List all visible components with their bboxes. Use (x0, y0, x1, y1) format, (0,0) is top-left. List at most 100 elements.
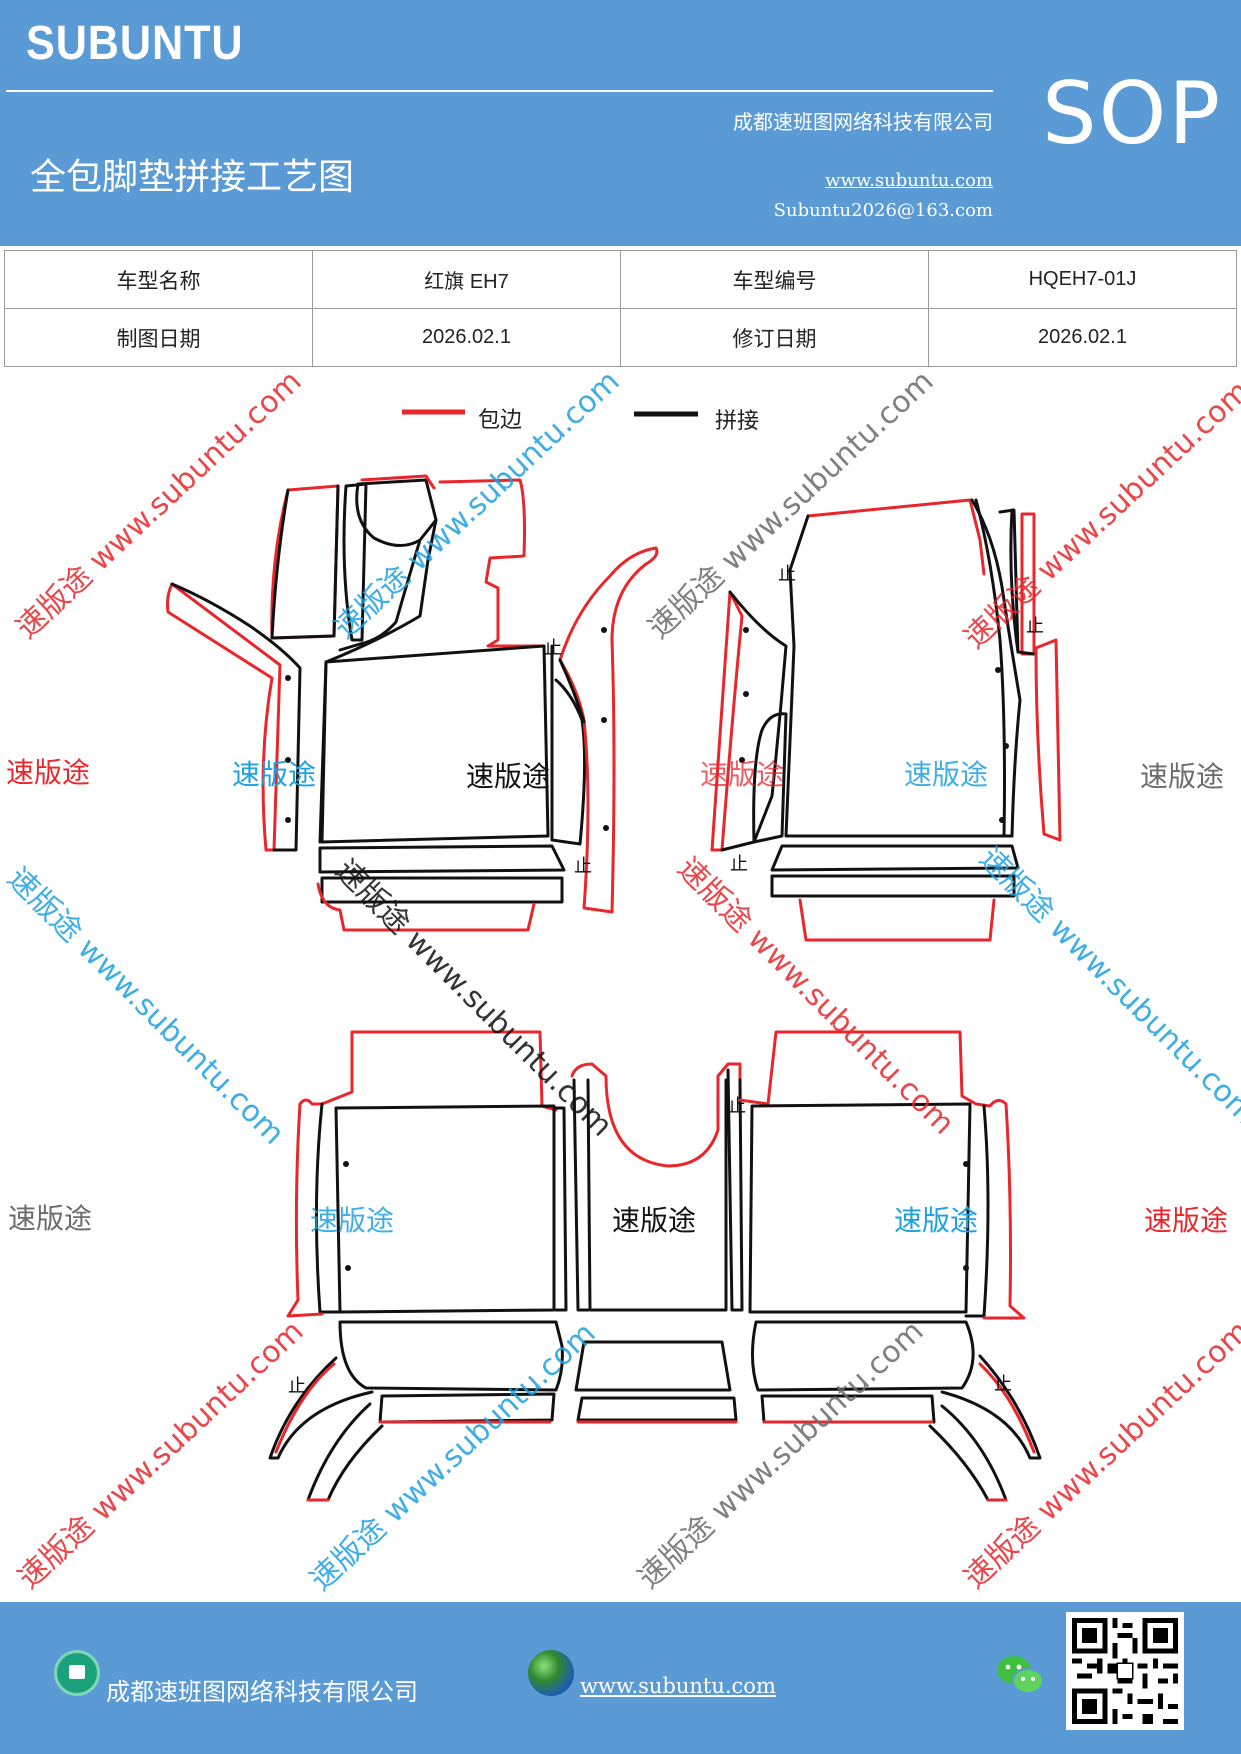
rear-stop-marker: 止 (994, 1374, 1012, 1395)
rl-side-strip (314, 1102, 342, 1314)
fl-stitch-dot (601, 627, 607, 633)
home-icon (54, 1650, 100, 1696)
footer-company: 成都速班图网络科技有限公司 (106, 1678, 418, 1706)
rr-main-floor (748, 1102, 972, 1314)
rear-stitch-dot (345, 1265, 351, 1271)
watermarks-diagonal-up: 速版途 www.subuntu.com 速版途 www.subuntu.com … (10, 370, 1241, 1598)
fr-left-strip-edge (710, 590, 744, 852)
watermark: 速版途 www.subuntu.com (304, 1316, 603, 1598)
rm-right-strip (726, 1068, 744, 1312)
contact-email[interactable]: Subuntu2026@163.com (773, 200, 993, 221)
header-banner: SUBUNTU SOP 成都速班图网络科技有限公司 全包脚垫拼接工艺图 www.… (0, 0, 1241, 246)
rl-main-floor (334, 1104, 556, 1314)
watermark-label: 速版途 (232, 758, 316, 791)
watermark-label: 速版途 (612, 1204, 696, 1237)
fl-top-edge (360, 474, 436, 490)
watermark-label: 速版途 (700, 758, 784, 791)
fl-heel-pad (342, 482, 368, 642)
fl-right-strip (550, 644, 587, 846)
revise-date-label: 修订日期 (620, 308, 929, 367)
globe-icon (528, 1650, 574, 1696)
watermark-label: 速版途 (466, 760, 550, 793)
rl-center-strip (554, 1106, 568, 1312)
model-name-value: 红旗 EH7 (312, 250, 621, 309)
rm-bottom-bar (576, 1396, 738, 1422)
watermark: 速版途 www.subuntu.com (958, 1314, 1241, 1596)
fl-stitch-dot (285, 757, 291, 763)
fr-stitch-dot (743, 691, 749, 697)
rear-stop-marker: 止 (288, 1376, 306, 1397)
model-name-label: 车型名称 (4, 250, 313, 309)
fl-stitch-dot (603, 825, 609, 831)
fr-far-right-strip (1009, 508, 1036, 656)
watermarks-horizontal: 速版途 速版途 速版途 速版途 速版途 速版途 速版途 速版途 速版途 速版途 … (6, 756, 1228, 1237)
rear-stitch-dot (343, 1161, 349, 1167)
sop-badge: SOP (1042, 64, 1223, 164)
rr-seat-bar (750, 1320, 975, 1392)
draw-date-value: 2026.02.1 (312, 308, 621, 367)
revise-date-value: 2026.02.1 (928, 308, 1237, 367)
mat-drawing: .red { fill: none; stroke: #e8262b; stro… (0, 370, 1241, 1598)
model-code-value: HQEH7-01J (928, 250, 1237, 309)
brand-logo: SUBUNTU (26, 17, 244, 70)
fr-stitch-dot (1003, 743, 1009, 749)
fl-upper-left-pad-edge (270, 484, 340, 640)
fl-stitch-dot (601, 717, 607, 723)
footer-website-link[interactable]: www.subuntu.com (580, 1674, 776, 1698)
fr-bottom-edge (798, 898, 996, 942)
front-right-mat: 止 止 止 (710, 498, 1062, 942)
fl-center-curve (338, 538, 422, 652)
legend-joint-label: 拼接 (715, 409, 759, 434)
footer-banner: 成都速班图网络科技有限公司 www.subuntu.com (0, 1602, 1241, 1754)
fl-bottom-bar-1 (318, 844, 566, 874)
rm-top-edge (570, 1062, 742, 1168)
rr-wheel-edge (978, 1362, 1036, 1454)
watermark-label: 速版途 (6, 756, 90, 789)
fl-side-strip-edge (166, 582, 282, 852)
fl-stop-marker: 止 (544, 638, 562, 659)
watermark-label: 速版途 (8, 1202, 92, 1235)
watermark: 速版途 www.subuntu.com (328, 853, 619, 1144)
watermark: 速版途 www.subuntu.com (12, 1314, 311, 1596)
wechat-icon[interactable] (996, 1654, 1044, 1696)
website-link[interactable]: www.subuntu.com (825, 170, 993, 191)
fl-stitch-dot (285, 675, 291, 681)
rl-wheel-strip (268, 1356, 374, 1460)
fr-left-arch (752, 712, 788, 844)
fr-stop-marker: 止 (1026, 616, 1044, 637)
watermark: 速版途 www.subuntu.com (972, 841, 1241, 1132)
rr-lower-bar (760, 1394, 936, 1424)
fl-bottom-edge (316, 882, 536, 932)
fl-stitch-dot (285, 817, 291, 823)
rr-arch-strip (928, 1404, 1008, 1502)
table-row: 制图日期 2026.02.1 修订日期 2026.02.1 (4, 308, 1237, 367)
fr-right-strip (974, 498, 1014, 838)
watermark-label: 速版途 (894, 1204, 978, 1237)
fr-stop-marker: 止 (778, 564, 796, 585)
draw-date-label: 制图日期 (4, 308, 313, 367)
rm-main-floor (586, 1078, 728, 1312)
legend: 包边 拼接 (402, 408, 759, 434)
fl-tall-strip-joint (558, 658, 586, 724)
document-title: 全包脚垫拼接工艺图 (30, 157, 355, 198)
fr-bottom-bar-1 (770, 844, 1020, 872)
rr-wheel-strip (940, 1354, 1042, 1460)
rear-stop-marker: 止 (728, 1096, 746, 1117)
qr-code (1066, 1612, 1184, 1730)
fr-stitch-dot (739, 757, 745, 763)
fr-bottom-bar-2 (770, 874, 1016, 898)
rl-seat-bar (338, 1320, 564, 1392)
front-left-mat: 止 止 (166, 474, 659, 932)
info-table: 车型名称 红旗 EH7 车型编号 HQEH7-01J 制图日期 2026.02.… (4, 250, 1237, 367)
fl-main-floor (320, 644, 550, 844)
fl-side-strip-joint (170, 582, 302, 852)
rm-lower-bar (574, 1340, 732, 1392)
fr-main-floor (784, 498, 1022, 838)
rear-mat: 止 止 止 (268, 1030, 1042, 1502)
fl-stop-marker: 止 (574, 856, 592, 877)
rear-stitch-dot (963, 1161, 969, 1167)
watermark: 速版途 www.subuntu.com (10, 370, 309, 646)
fr-top-edge (806, 498, 986, 576)
rm-left-strip (572, 1078, 590, 1312)
watermark-label: 速版途 (1144, 1204, 1228, 1237)
